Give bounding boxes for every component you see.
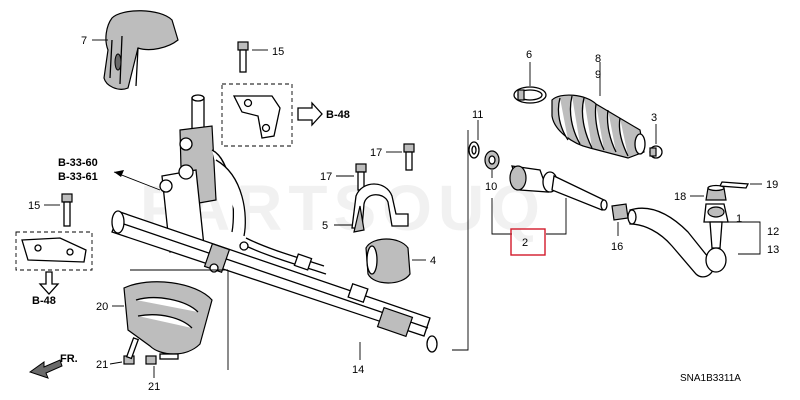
part-11-washer [468,141,480,159]
callout-2: 2 [522,237,528,249]
leader-right-group [452,130,469,351]
part-3-clip [649,145,663,159]
callout-18: 18 [674,191,686,203]
ref-b3360: B-33-60 [58,157,98,169]
callout-15-left: 15 [28,200,40,212]
part-20-cover [123,281,213,355]
part-18-castle-nut [705,184,727,201]
callout-21a: 21 [96,359,108,371]
arrowhead-b33 [114,170,124,177]
callout-7: 7 [81,35,87,47]
part-14-rack [111,210,438,353]
leader-21a [109,361,123,365]
callout-10: 10 [485,181,497,193]
bracket-top [232,95,281,139]
highlight-2 [510,228,546,256]
callout-6: 6 [526,49,532,61]
callout-21b: 21 [148,381,160,393]
part-15-bolt-left [61,193,73,227]
forward-label: FR. [60,353,78,365]
callout-17b: 17 [320,171,332,183]
callout-1: 1 [736,213,742,225]
callout-14: 14 [352,364,364,376]
leader-2-right [546,198,567,235]
bracket-box-top [221,83,293,147]
part-21-bolt-b [145,353,179,365]
part-15-bolt-top [237,41,249,73]
ref-b48-top: B-48 [326,109,350,121]
callout-16: 16 [611,241,623,253]
gear-housing [159,94,246,253]
part-21-bolt-a [123,337,140,365]
part-2-tie-rod [509,165,608,211]
callout-12: 12 [767,226,779,238]
part-6-clamp-band [513,86,547,104]
part-10-lockwasher [484,150,500,170]
leader-2-left [491,198,512,235]
part-7-seal [103,10,179,90]
ref-b3361: B-33-61 [58,171,98,183]
part-16-nut [611,203,629,221]
callout-11: 11 [472,109,483,121]
callout-19: 19 [766,179,778,191]
part-19-cotter-pin [718,181,750,189]
callout-13: 13 [767,244,779,256]
ref-b48-left: B-48 [32,295,56,307]
part-8-9-bellows [551,94,646,159]
callout-8: 8 [595,53,601,65]
leader-1-bracket [724,221,761,255]
callout-3: 3 [651,112,657,124]
callout-20: 20 [96,301,108,313]
callout-15-top: 15 [272,46,284,58]
callout-9: 9 [595,69,601,81]
arrow-b48-top [297,101,323,127]
callout-5: 5 [322,220,328,232]
callout-17a: 17 [370,147,382,159]
image-code: SNA1B3311A [680,373,741,384]
callout-4: 4 [430,255,436,267]
forward-arrow: FR. [28,353,78,379]
part-1-tie-rod-end [627,203,729,278]
arrow-b48-left [38,271,60,295]
part-17-bolt-a [403,143,415,171]
bracket-left [21,237,87,263]
part-5-clamp [351,183,409,233]
bracket-box-left [15,231,93,271]
part-4-bushing [365,238,411,284]
